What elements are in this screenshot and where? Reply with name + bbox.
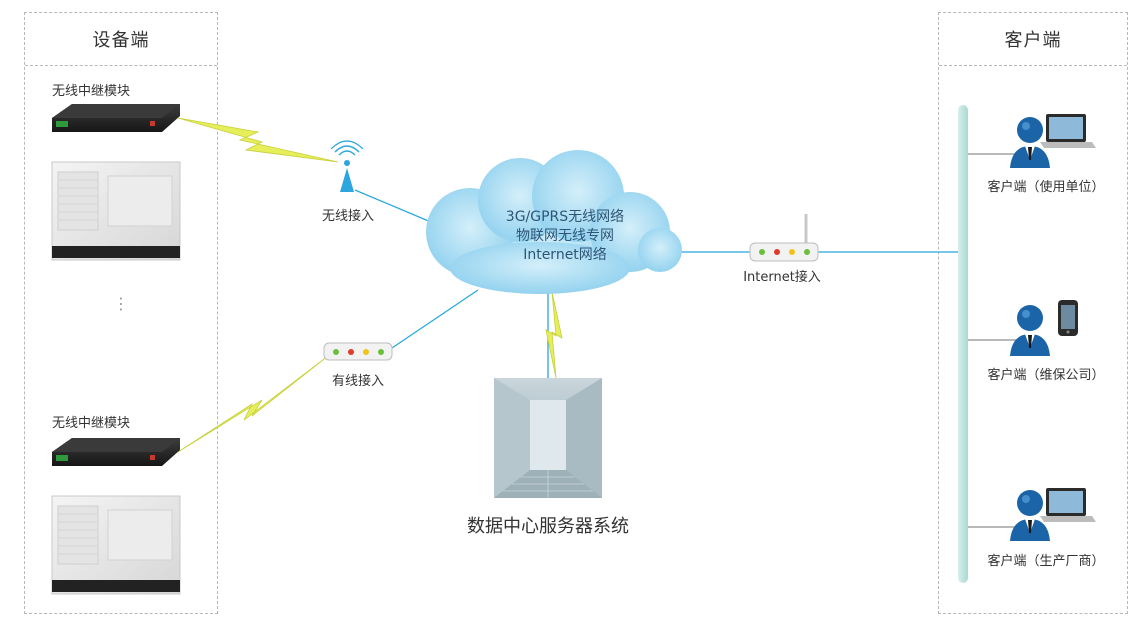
device-ellipsis: ⋮ bbox=[113, 294, 129, 313]
phone-icon bbox=[1058, 300, 1078, 336]
internet-access-label: Internet接入 bbox=[743, 270, 821, 285]
client-label-1: 客户端（使用单位） bbox=[987, 180, 1105, 195]
wired-access-label: 有线接入 bbox=[331, 374, 385, 389]
device-panel-title: 设备端 bbox=[25, 13, 217, 66]
wired-router-icon bbox=[323, 342, 393, 361]
wired-to-cloud-line bbox=[391, 289, 479, 349]
outdoor-unit-bottom bbox=[51, 495, 181, 595]
lightning-bolt-bottom bbox=[177, 355, 329, 453]
bus-taps bbox=[968, 153, 1018, 528]
client-label-3: 客户端（生产厂商） bbox=[987, 554, 1105, 569]
wireless-access-label: 无线接入 bbox=[321, 209, 375, 224]
relay-module-label-bottom: 无线中继模块 bbox=[52, 416, 131, 431]
client-panel: 客户端 bbox=[938, 12, 1128, 614]
lightning-bolt-top bbox=[177, 117, 339, 163]
cloud-network bbox=[426, 150, 682, 294]
laptop-icon-1 bbox=[1040, 114, 1096, 148]
laptop-icon-3 bbox=[1040, 488, 1096, 522]
device-panel: 设备端 bbox=[24, 12, 218, 614]
cloud-line-1: 3G/GPRS无线网络 bbox=[505, 209, 625, 225]
client-panel-title: 客户端 bbox=[939, 13, 1127, 66]
relay-module-bottom bbox=[52, 438, 180, 466]
relay-module-label-top: 无线中继模块 bbox=[52, 84, 131, 99]
relay-module-top bbox=[52, 104, 180, 132]
client-user-icon-3 bbox=[1010, 490, 1050, 541]
datacenter-label: 数据中心服务器系统 bbox=[467, 516, 629, 537]
client-user-icon-2 bbox=[1010, 305, 1050, 356]
internet-router-icon bbox=[749, 214, 819, 262]
wireless-antenna-icon bbox=[330, 140, 364, 192]
cloud-label: 3G/GPRS无线网络 物联网无线专网 Internet网络 bbox=[470, 208, 660, 265]
outdoor-unit-top bbox=[51, 161, 181, 261]
client-user-icon-1 bbox=[1010, 117, 1050, 168]
client-label-2: 客户端（维保公司） bbox=[987, 368, 1105, 383]
cloud-line-2: 物联网无线专网 bbox=[516, 228, 614, 244]
client-bus bbox=[958, 105, 968, 583]
datacenter-photo bbox=[494, 378, 602, 498]
cloud-line-3: Internet网络 bbox=[523, 247, 607, 263]
